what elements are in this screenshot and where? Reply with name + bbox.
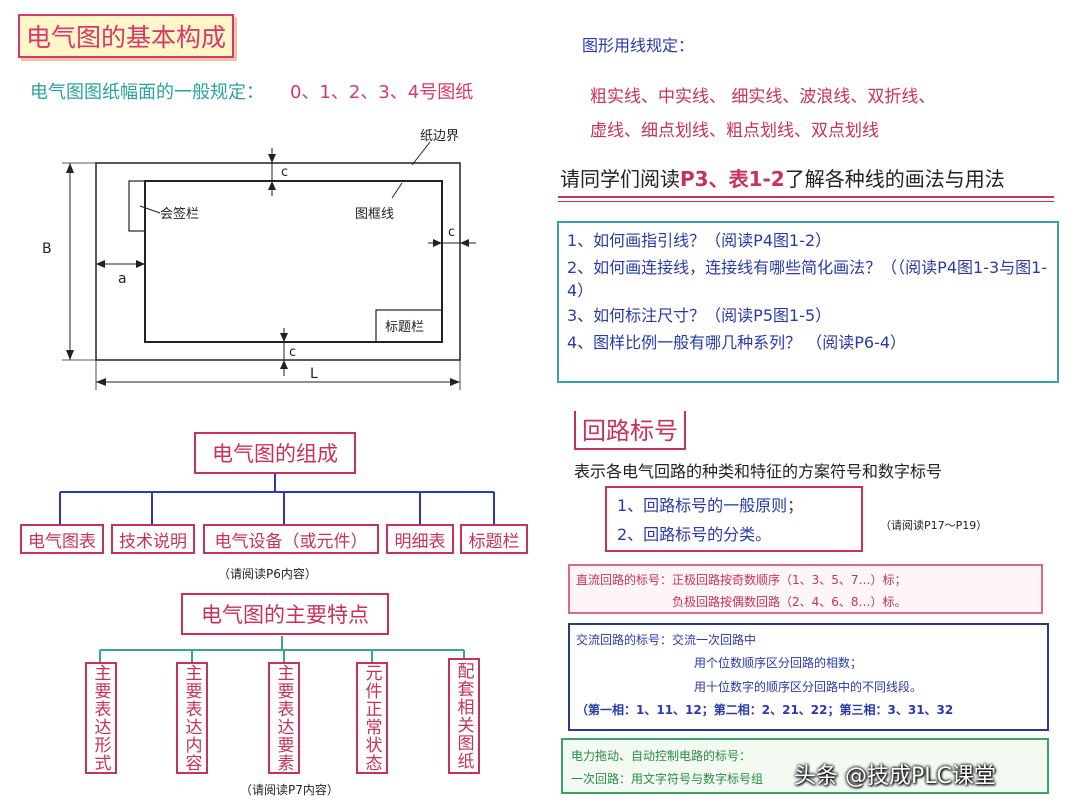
dim-a-arrow-left xyxy=(96,260,105,268)
ac-line-3: 用十位数字的顺序区分回路中的不同线段。 xyxy=(694,679,923,694)
dim-b-arrow-top xyxy=(66,163,74,173)
composition-item-5: 标题栏 xyxy=(460,524,528,554)
ac-circuit-box: 交流回路的标号：交流一次回路中 用个位数顺序区分回路的相数； 用十位数字的顺序区… xyxy=(568,623,1049,731)
paper-edge-rect xyxy=(95,162,461,361)
ac-line-4: （第一相：1、11、12；第二相：2、21、22；第三相：3、31、32 xyxy=(576,703,954,718)
ac-line-1: 交流回路的标号：交流一次回路中 xyxy=(576,633,757,647)
label-a: a xyxy=(118,271,127,287)
dim-c-right-arrow-b xyxy=(460,239,469,247)
loop-item: 1、回路标号的一般原则； xyxy=(617,496,804,515)
loop-note: （请阅读P17～P19） xyxy=(880,519,988,532)
features-item-3: 主要表达要素 xyxy=(268,662,300,774)
features-item-1: 主要表达形式 xyxy=(85,662,117,774)
leader-sign-column xyxy=(139,205,161,214)
label-b: B xyxy=(42,241,52,257)
label-c-bottom: c xyxy=(289,345,296,360)
question-item: 2、如何画连接线，连接线有哪些简化画法？（（阅读P4图1-3与图1-4） xyxy=(567,257,1048,300)
composition-item-3: 电气设备（或元件） xyxy=(203,524,379,554)
features-item-4: 元件正常状态 xyxy=(356,662,388,774)
sign-column-rect xyxy=(128,180,146,232)
label-frame-line: 图框线 xyxy=(355,207,394,222)
label-sign-column: 会签栏 xyxy=(160,206,199,222)
loop-label-box: 1、回路标号的一般原则； 2、回路标号的分类。 xyxy=(605,486,863,552)
leader-frame-line xyxy=(391,182,403,199)
label-c-right: c xyxy=(448,225,455,240)
dc-circuit-box: 直流回路的标号：正极回路按奇数顺序（1、3、5、7…）标； 负极回路按偶数回路（… xyxy=(568,564,1043,614)
control-circuit-box: 电力拖动、自动控制电路的标号： 一次回路：用文字符号与数字标号组 xyxy=(561,738,1049,794)
reading-reference: P3、表1-2 xyxy=(680,167,785,191)
divider-line xyxy=(558,196,1054,198)
composition-title: 电气图的组成 xyxy=(194,432,356,474)
divider-line-thin xyxy=(558,201,1054,202)
paper-size-label: 电气图图纸幅面的一般规定： xyxy=(30,82,264,103)
dim-l-arrow-right xyxy=(450,378,460,386)
features-item-5: 配套相关图纸 xyxy=(448,658,480,774)
dc-line-2: 负极回路按偶数回路（2、4、6、8…）标。 xyxy=(672,594,907,609)
loop-label-description: 表示各电气回路的种类和特征的方案符号和数字标号 xyxy=(574,462,943,481)
dim-c-bottom-arrow-a xyxy=(280,333,288,342)
features-title: 电气图的主要特点 xyxy=(181,593,389,635)
question-item: 1、如何画指引线？（阅读P4图1-2） xyxy=(567,231,832,250)
composition-item-1: 电气图表 xyxy=(20,524,104,554)
loop-label-title: 回路标号 xyxy=(574,411,686,450)
features-note: （请阅读P7内容） xyxy=(240,783,339,797)
reading-prefix: 请同学们阅读 xyxy=(560,167,680,191)
line-types-row-2: 虚线、细点划线、粗点划线、双点划线 xyxy=(590,121,879,141)
paper-size-rule: 电气图图纸幅面的一般规定： 0、1、2、3、4号图纸 xyxy=(30,78,473,104)
label-paper-edge: 纸边界 xyxy=(420,129,459,144)
features-item-2: 主要表达内容 xyxy=(176,662,208,774)
loop-item: 2、回路标号的分类。 xyxy=(617,524,772,544)
title-block-rect xyxy=(375,309,443,343)
line-types-row-1: 粗实线、中实线、 细实线、波浪线、双折线、 xyxy=(590,87,936,107)
composition-item-4: 明细表 xyxy=(386,524,454,554)
dc-line-1: 直流回路的标号：正极回路按奇数顺序（1、3、5、7…）标； xyxy=(576,573,907,587)
composition-item-2: 技术说明 xyxy=(111,524,195,554)
dim-c-top-arrow-b xyxy=(268,181,276,190)
watermark: 头条 @技成PLC课堂 xyxy=(794,764,996,789)
dim-l-arrow-left xyxy=(96,378,106,386)
composition-connectors xyxy=(59,474,495,524)
label-c-top: c xyxy=(281,165,288,180)
dim-c-bottom-arrow-b xyxy=(280,360,288,369)
paper-size-values: 0、1、2、3、4号图纸 xyxy=(290,82,474,103)
composition-note: （请阅读P6内容） xyxy=(218,567,317,581)
question-item: 3、如何标注尺寸？（阅读P5图1-5） xyxy=(567,306,832,326)
frame-rect xyxy=(144,180,443,343)
reading-instruction: 请同学们阅读P3、表1-2了解各种线的画法与用法 xyxy=(560,163,1005,192)
leader-paper-edge xyxy=(411,141,431,166)
label-title-block: 标题栏 xyxy=(385,320,424,335)
ac-line-2: 用个位数顺序区分回路的相数； xyxy=(694,656,863,671)
ctrl-line-1: 电力拖动、自动控制电路的标号： xyxy=(571,749,752,763)
question-item: 4、图样比例一般有哪几种系列？ （阅读P6-4） xyxy=(567,332,907,352)
dim-a-arrow-right xyxy=(136,260,145,268)
page-title: 电气图的基本构成 xyxy=(18,14,235,58)
questions-box: 1、如何画指引线？（阅读P4图1-2） 2、如何画连接线，连接线有哪些简化画法？… xyxy=(557,221,1059,383)
reading-suffix: 了解各种线的画法与用法 xyxy=(784,167,1005,191)
ctrl-line-2: 一次回路：用文字符号与数字标号组 xyxy=(571,771,764,786)
drawing-sheet-diagram: 纸边界 图框线 会签栏 标题栏 c c c a B L xyxy=(42,129,476,390)
label-l: L xyxy=(310,366,318,382)
dim-c-top-arrow-a xyxy=(268,154,276,163)
line-rules-heading: 图形用线规定： xyxy=(582,36,695,55)
dim-c-right-arrow-a xyxy=(433,239,442,247)
dim-b-arrow-bottom xyxy=(66,350,74,360)
